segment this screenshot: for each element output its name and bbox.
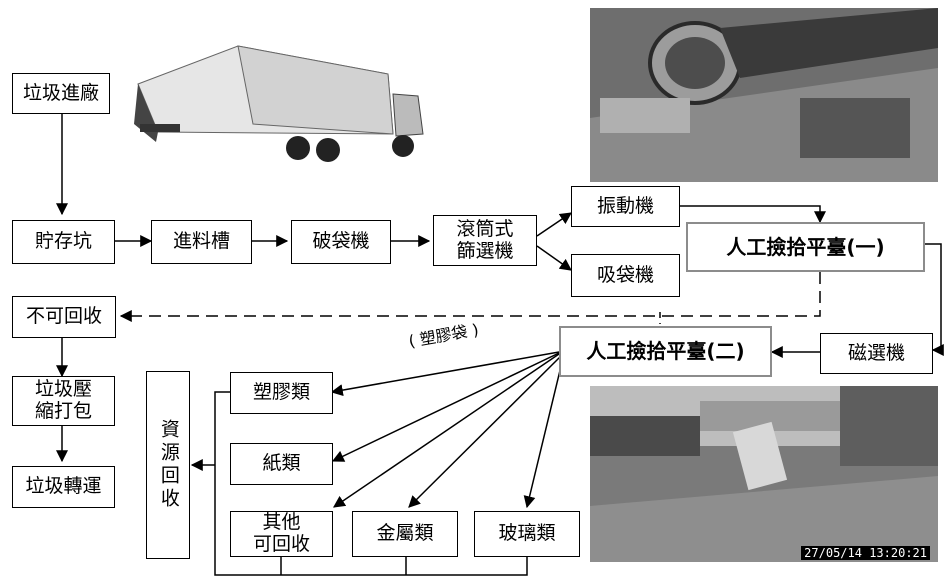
node-picking-platform-1: 人工撿拾平臺(一) [686,222,925,272]
node-compress-bale: 垃圾壓 縮打包 [12,376,115,426]
edge-vibrate-picking1 [680,205,826,224]
edge-picking2-other [333,353,560,508]
node-trommel-screen: 滾筒式 篩選機 [433,215,537,266]
node-plastics: 塑膠類 [230,372,333,414]
node-picking-platform-2: 人工撿拾平臺(二) [559,326,772,377]
edge-trommel-vibrate [536,212,572,237]
node-resource-recovery: 資源回收 [146,371,190,559]
sorting-plant-photo-bottom: 27/05/14 13:20:21 [590,386,938,562]
node-bag-suction: 吸袋機 [571,254,680,297]
photo-timestamp: 27/05/14 13:20:21 [801,546,930,560]
node-metals: 金屬類 [352,511,458,557]
edge-picking1-magnet [925,243,944,356]
node-glass: 玻璃類 [474,511,580,557]
node-bag-breaker: 破袋機 [291,220,391,264]
edge-collector [214,391,528,576]
edge-picking2-metal [408,355,562,508]
sorting-plant-photo-top [590,8,938,182]
edge-trommel-suction [536,245,572,271]
node-storage-pit: 貯存坑 [12,220,115,264]
edge-picking1-nonrec-dashed [119,272,821,322]
edge-picking2-plastic [330,351,560,397]
node-paper: 紙類 [230,443,333,485]
node-magnetic-separator: 磁選機 [820,333,933,374]
node-waste-entry: 垃圾進廠 [12,73,110,114]
edge-picking2-paper [331,352,560,462]
node-other-recyclables: 其他 可回收 [230,511,333,557]
node-waste-transfer: 垃圾轉運 [12,466,115,508]
node-non-recyclable: 不可回收 [12,296,116,338]
node-feed-trough: 進料槽 [151,220,252,264]
node-vibrator: 振動機 [571,186,680,227]
garbage-truck-photo [118,24,438,164]
edge-picking2-glass [523,357,564,509]
